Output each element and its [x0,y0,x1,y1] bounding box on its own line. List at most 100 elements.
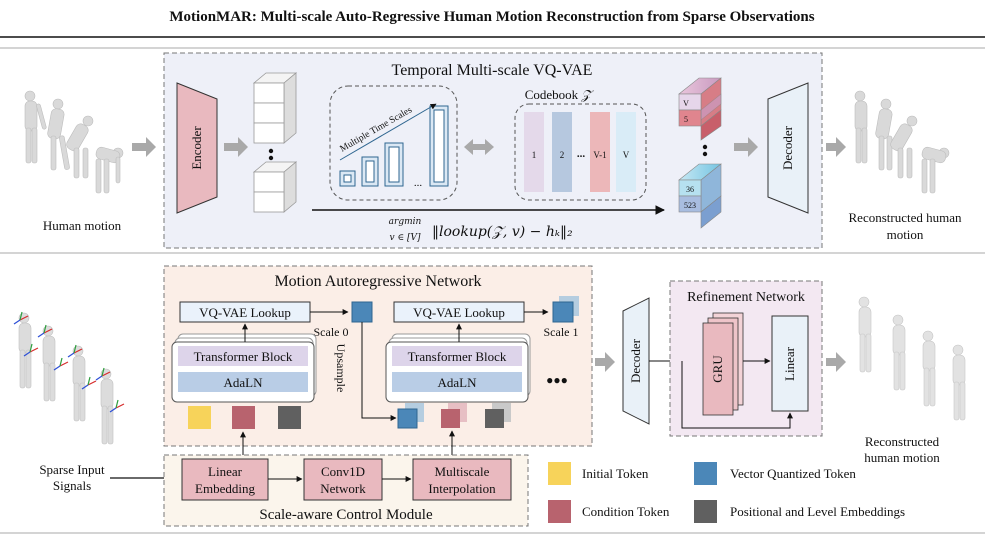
codebook-double-arrow [464,139,494,155]
adaln-block-right [392,372,522,392]
transformer-block-right [392,346,522,366]
condition-token [232,406,255,429]
gru-label: GRU [710,355,725,383]
upsampled-vq-tokens [397,403,424,429]
mar-decoder-block [622,297,650,425]
reconstructed-bottom-label-line1: Reconstructed [865,434,940,449]
refine-to-output-arrow [826,352,846,372]
token-stack-top [678,77,722,141]
legend-label-condition: Condition Token [582,504,670,519]
token-stack-bottom [678,163,722,229]
formula-body: ‖lookup(𝒵, v) − hₖ‖₂ [432,224,573,240]
token-value: 36 [686,185,694,194]
token-value: 5 [684,115,688,124]
feature-stack-bottom [252,161,298,213]
legend-swatch-positional [694,500,717,523]
mar-title: Motion Autoregressive Network [274,273,481,290]
legend: Initial Token Vector Quantized Token Con… [548,462,905,523]
human-motion-label: Human motion [43,218,122,233]
transformer-block-left [178,346,308,366]
scale1-label: Scale 1 [544,325,579,339]
legend-label-positional: Positional and Level Embeddings [730,504,905,519]
scale0-token [351,301,373,323]
codebook-title: Codebook 𝒵 [525,87,595,102]
vqvae-decoder-block [767,82,809,214]
sparse-input-label-line2: Signals [53,478,91,493]
control-module-title: Scale-aware Control Module [259,507,433,523]
reconstructed-motion-figures [854,90,950,194]
feature-ellipsis-dot [268,155,274,161]
multiscale-interpolation-block [412,458,512,501]
mar-to-decoder-arrow [595,352,615,372]
time-scales-arrow [339,103,437,161]
adaln-label-right: AdaLN [438,375,478,390]
legend-swatch-condition [548,500,571,523]
linear-label: Linear [782,346,797,381]
vqvae-decoder-label: Decoder [780,125,795,170]
legend-swatch-initial [548,462,571,485]
interpolation-line1: Multiscale [435,464,490,479]
transformer-block-label: Transformer Block [194,349,293,364]
encoder-to-features-arrow [224,137,248,157]
linear-embedding-line1: Linear [208,464,243,479]
token-ellipsis-dot [702,144,708,150]
condition-tokens-right [441,403,467,428]
vqvae-title: Temporal Multi-scale VQ-VAE [392,62,593,79]
sparse-sensor-axes [13,311,125,413]
formula-subscript: v ∈ [V] [390,233,421,243]
token-value: 523 [684,201,696,210]
transformer-block-label-right: Transformer Block [408,349,507,364]
codebook-box [514,103,647,201]
feature-ellipsis-dot [268,148,274,154]
encoder-block [176,82,218,214]
feature-stack-top [252,72,298,144]
input-arrow [132,137,156,157]
initial-token [188,406,211,429]
conv1d-block [303,458,383,501]
human-motion-input-figures [24,90,124,194]
reconstructed-bottom-label-line2: human motion [864,450,940,465]
token-value: V [683,99,689,108]
reconstructed-motion-figures-bottom [858,296,966,421]
legend-swatch-vq [694,462,717,485]
mar-decoder-label: Decoder [628,338,643,383]
gru-stack [702,312,744,416]
reconstructed-label-line2: motion [887,227,924,242]
codebook-entry-label: 2 [560,150,565,160]
codebook-entry-label: V [623,150,630,160]
upsample-label: Upsample [334,344,348,393]
mar-ellipsis: ●●● [546,373,568,387]
output-arrow [826,137,846,157]
tokens-to-decoder-arrow [734,137,758,157]
upsample-path [361,322,397,421]
reconstructed-label-line1: Reconstructed human [849,210,962,225]
adaln-label: AdaLN [224,375,264,390]
encoder-label: Encoder [189,126,204,170]
codebook-entry-label: V-1 [593,150,606,160]
legend-label-initial: Initial Token [582,466,649,481]
refinement-skip-connection [681,361,793,429]
linear-embedding-line2: Embedding [195,481,255,496]
positional-embedding-token [278,406,301,429]
adaln-block-left [178,372,308,392]
sparse-input-label-line1: Sparse Input [39,462,105,477]
vqvae-lookup-label-right: VQ-VAE Lookup [413,305,505,320]
multiple-time-scales-box [329,85,458,201]
time-scale-bars [339,105,449,187]
formula-argmin: argmin [389,217,422,227]
codebook-entry-label: ... [577,148,586,160]
time-scales-ellipsis: ... [414,177,423,189]
legend-label-vq: Vector Quantized Token [730,466,856,481]
codebook-entry-label: 1 [532,150,537,160]
token-ellipsis-dot [702,151,708,157]
refinement-title: Refinement Network [687,290,805,305]
linear-block [771,315,809,412]
conv1d-line1: Conv1D [321,464,365,479]
scale1-token [552,301,574,323]
scale0-label: Scale 0 [314,325,349,339]
linear-embedding-block [181,458,269,501]
vqvae-lookup-label: VQ-VAE Lookup [199,305,291,320]
positional-embedding-tokens-right [485,403,511,428]
figure-title: MotionMAR: Multi-scale Auto-Regressive H… [169,9,814,25]
